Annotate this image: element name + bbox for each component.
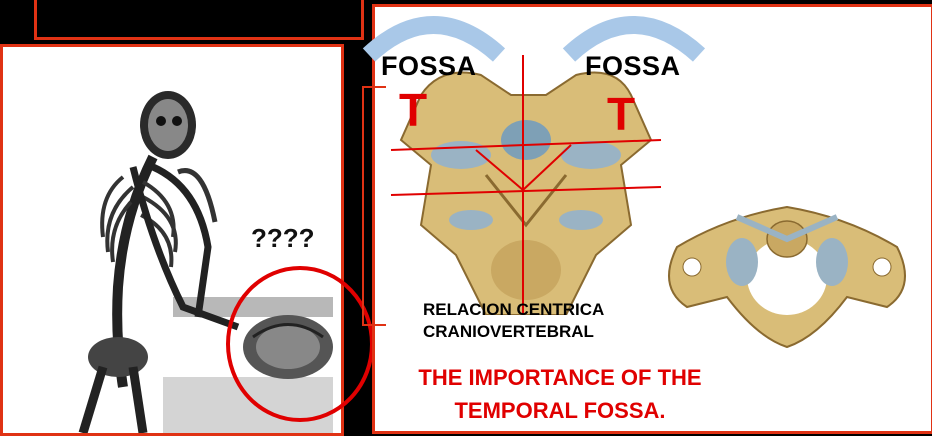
t-mark-left: T bbox=[399, 83, 427, 137]
highlight-circle bbox=[218, 258, 378, 428]
importance-line-2: TEMPORAL FOSSA. bbox=[385, 394, 735, 427]
top-frame bbox=[34, 0, 364, 40]
fossa-label-left: FOSSA bbox=[381, 51, 477, 82]
fossa-label-right: FOSSA bbox=[585, 51, 681, 82]
relation-caption: RELACION CENTRICA CRANIOVERTEBRAL bbox=[423, 299, 604, 343]
relation-line-1: RELACION CENTRICA bbox=[423, 299, 604, 321]
inner-frame bbox=[362, 86, 386, 326]
importance-line-1: THE IMPORTANCE OF THE bbox=[385, 361, 735, 394]
question-marks: ???? bbox=[251, 223, 315, 254]
t-mark-right: T bbox=[607, 87, 635, 141]
anatomy-panel: FOSSA FOSSA T T RELACION CENTRICA CRANIO… bbox=[372, 4, 932, 434]
importance-heading: THE IMPORTANCE OF THE TEMPORAL FOSSA. bbox=[385, 361, 735, 427]
relation-line-2: CRANIOVERTEBRAL bbox=[423, 321, 604, 343]
